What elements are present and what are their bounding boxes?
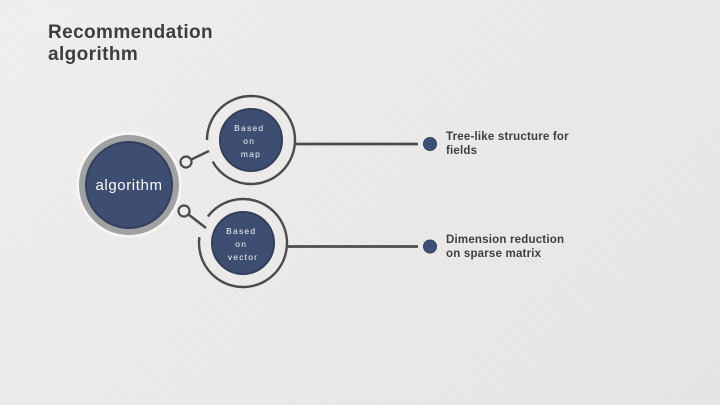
slide-title-line1: Recommendation bbox=[48, 22, 214, 43]
hub-circle bbox=[85, 141, 173, 229]
hub-label: algorithm bbox=[95, 177, 162, 194]
joint-node-top bbox=[179, 155, 193, 169]
satellite-vector-circle bbox=[211, 211, 275, 275]
satellite-map-label: Based on map bbox=[234, 123, 268, 159]
satellite-vector-ring bbox=[197, 197, 289, 289]
satellite-vector-label: Based on vector bbox=[226, 226, 260, 262]
slide-title: Recommendation algorithm bbox=[48, 22, 213, 66]
bullet-text-dimension-line1: Dimension reduction bbox=[446, 234, 565, 246]
bullet-text-dimension: Dimension reduction on sparse matrix bbox=[446, 234, 616, 261]
satellite-map-circle bbox=[219, 108, 283, 172]
satellite-vector: Based on vector bbox=[197, 197, 289, 289]
bullet-dot-bottom bbox=[423, 239, 437, 254]
bullet-dot-top bbox=[423, 137, 437, 151]
satellite-map-ring bbox=[205, 94, 297, 186]
satellite-map: Based on map bbox=[205, 94, 297, 186]
bullet-text-tree: Tree-like structure for fields bbox=[446, 131, 616, 158]
hub-outer-highlight bbox=[76, 132, 182, 238]
bullet-text-tree-line1: Tree-like structure for bbox=[446, 131, 569, 143]
bullet-text-dimension-line2: on sparse matrix bbox=[446, 247, 542, 260]
bullet-text-tree-line2: fields bbox=[446, 144, 478, 157]
joint-node-bottom bbox=[177, 204, 191, 218]
slide-title-line2: algorithm bbox=[48, 44, 139, 65]
